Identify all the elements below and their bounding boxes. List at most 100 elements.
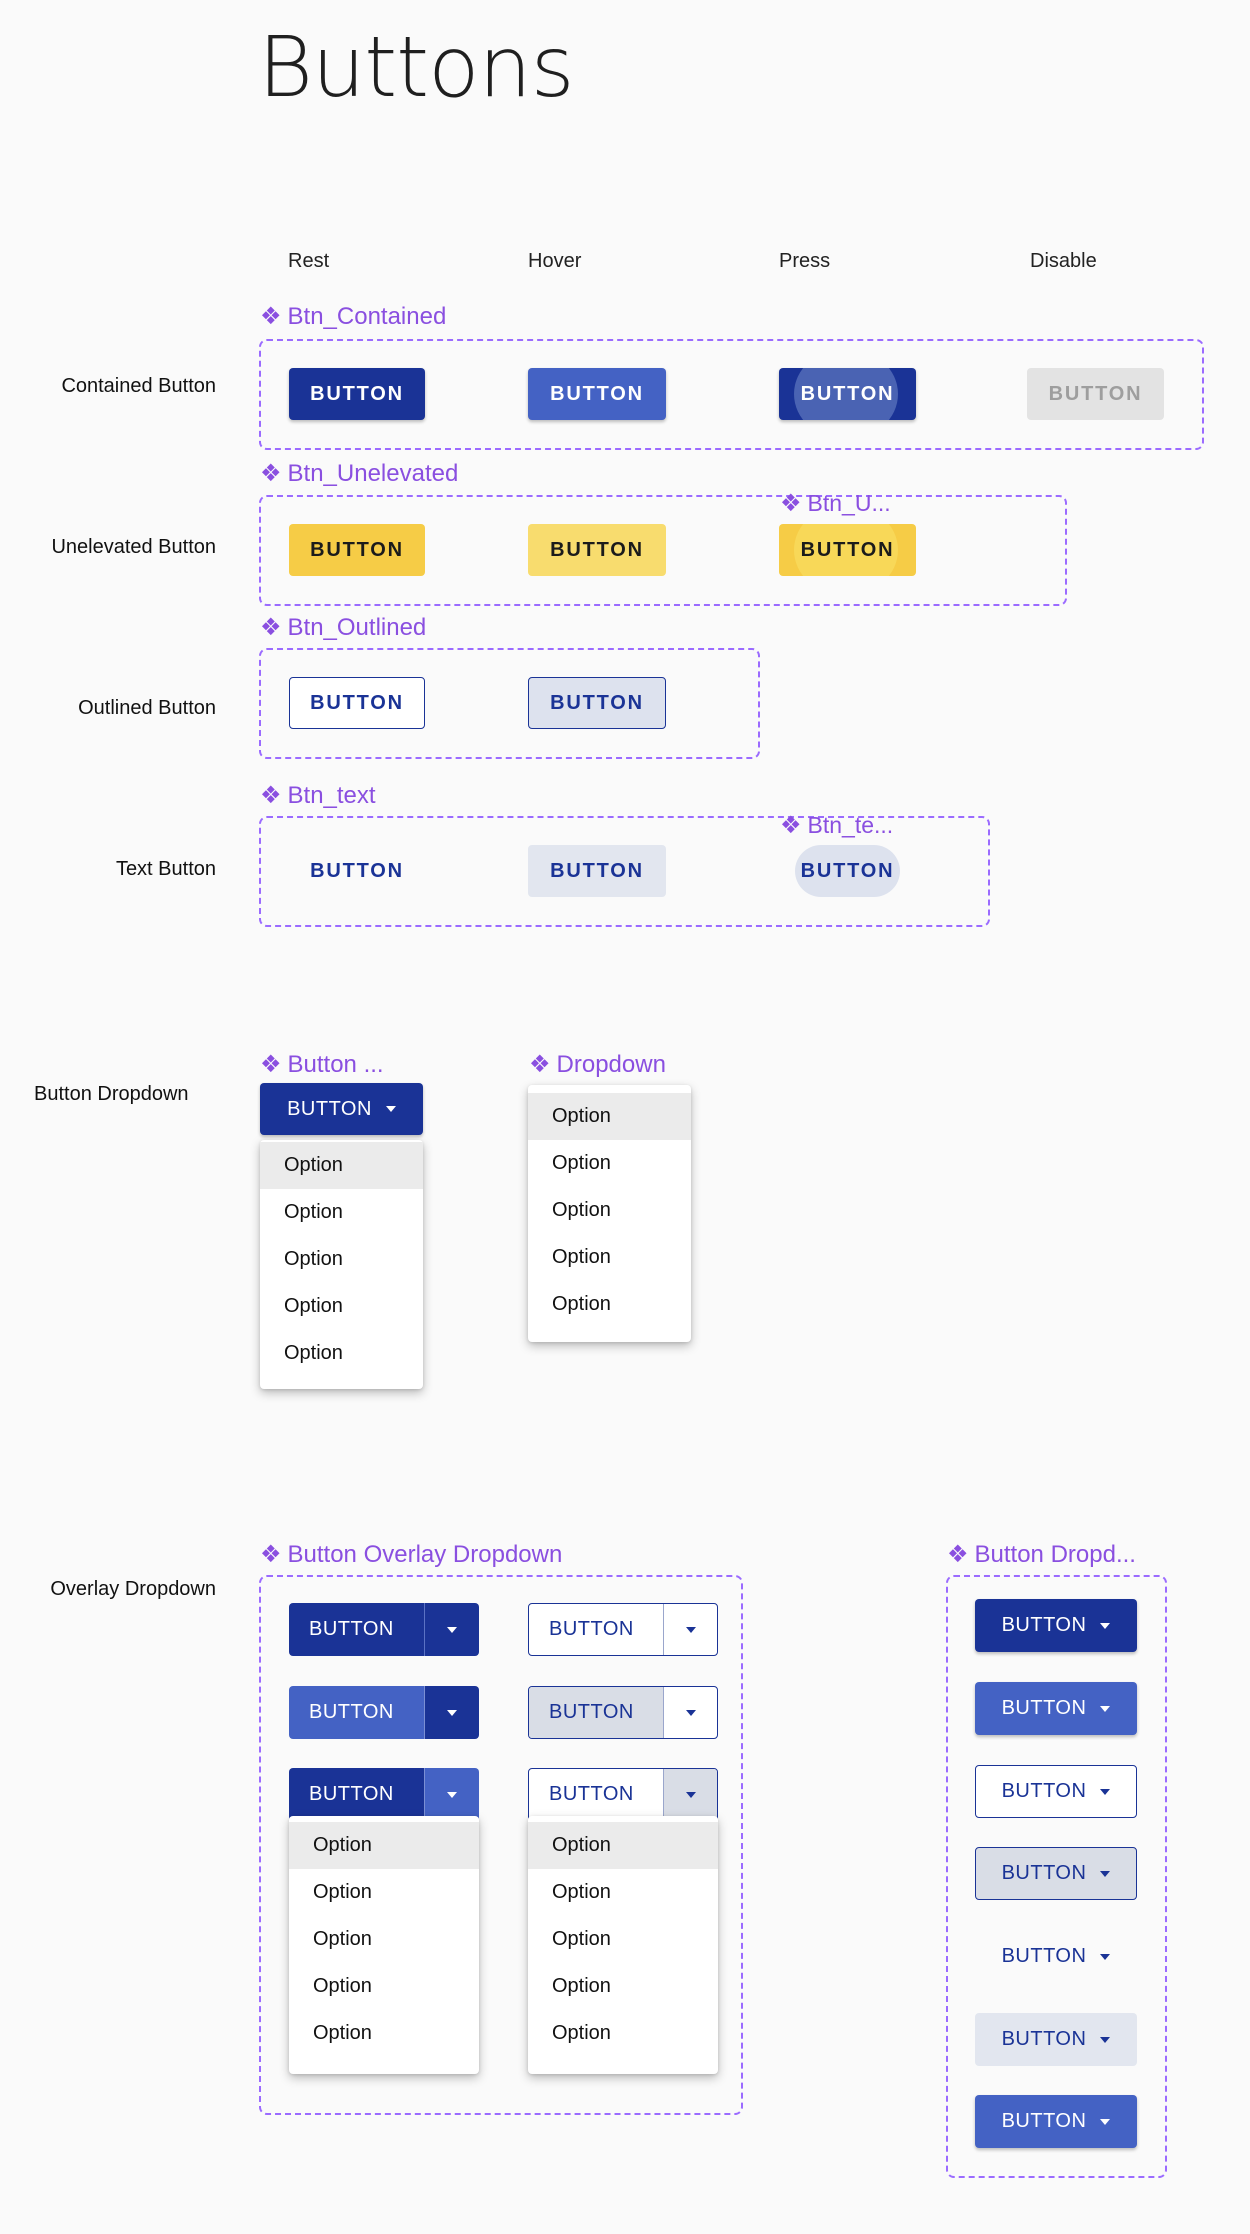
split-button-arrow[interactable] [424,1686,479,1739]
split-button-contained-hover[interactable]: BUTTON [289,1686,479,1739]
frame-text [259,816,990,927]
split-button-main[interactable]: BUTTON [289,1686,424,1739]
split-button-arrow[interactable] [663,1687,717,1738]
text-button-hover[interactable]: BUTTON [528,845,666,897]
caret-down-icon [685,1626,696,1633]
menu-option[interactable]: Option [284,1342,343,1364]
component-diamond-icon: ❖ [260,614,282,641]
dropdown-button[interactable]: BUTTON [260,1083,423,1135]
caret-down-icon [1100,1788,1111,1795]
menu-option[interactable]: Option [528,1822,718,1869]
component-label-btn-contained: ❖ Btn_Contained [260,303,447,330]
menu-option[interactable]: Option [552,1152,611,1174]
overlay-menu-contained: Option Option Option Option Option [289,1816,479,2074]
split-button-main[interactable]: BUTTON [549,1618,634,1640]
menu-option[interactable]: Option [313,1928,372,1950]
menu-option[interactable]: Option [528,1093,691,1140]
menu-option[interactable]: Option [552,1246,611,1268]
outlined-button-rest[interactable]: BUTTON [289,677,425,729]
frame-overlay-dropdown [259,1575,743,2115]
frame-outlined [259,648,760,759]
unelevated-button-rest[interactable]: BUTTON [289,524,425,576]
component-diamond-icon: ❖ [260,782,282,809]
menu-option[interactable]: Option [313,2022,372,2044]
unelevated-button-hover[interactable]: BUTTON [528,524,666,576]
text-button-press[interactable]: BUTTON [795,845,900,897]
component-diamond-icon: ❖ [260,460,282,487]
component-diamond-icon: ❖ [260,303,282,330]
contained-button-disabled: BUTTON [1027,368,1164,420]
caret-down-icon [685,1709,696,1716]
component-label-button-dropdown-variants: ❖ Button Dropd... [947,1541,1136,1568]
menu-option[interactable]: Option [284,1295,343,1317]
menu-option[interactable]: Option [552,2022,611,2044]
split-button-outlined-open[interactable]: BUTTON [528,1768,718,1821]
split-button-main[interactable]: BUTTON [529,1687,664,1738]
row-label-text: Text Button [115,858,216,880]
menu-option[interactable]: Option [552,1881,611,1903]
press-ripple [794,368,898,420]
menu-option[interactable]: Option [284,1248,343,1270]
menu-option[interactable]: Option [552,1928,611,1950]
menu-option[interactable]: Option [313,1975,372,1997]
menu-option[interactable]: Option [313,1881,372,1903]
split-button-main[interactable]: BUTTON [289,1768,424,1821]
component-diamond-icon: ❖ [260,1051,282,1078]
component-label-btn-text: ❖ Btn_text [260,782,376,809]
caret-down-icon [1100,1870,1111,1877]
dropdown-button-text-rest[interactable]: BUTTON [975,1930,1137,1983]
component-label-button-overlay-dropdown: ❖ Button Overlay Dropdown [260,1541,563,1568]
dropdown-button-text-hover[interactable]: BUTTON [975,2013,1137,2066]
menu-option[interactable]: Option [552,1975,611,1997]
menu-option[interactable]: Option [552,1199,611,1221]
component-diamond-icon: ❖ [780,811,802,839]
dropdown-button-outlined-hover[interactable]: BUTTON [975,1847,1137,1900]
split-button-arrow[interactable] [663,1604,717,1655]
outlined-button-hover[interactable]: BUTTON [528,677,666,729]
split-button-arrow[interactable] [663,1769,717,1820]
row-label-outlined: Outlined Button [78,697,216,719]
text-button-rest[interactable]: BUTTON [310,859,404,882]
split-button-arrow[interactable] [424,1603,479,1656]
caret-down-icon [447,1626,457,1633]
dropdown-button-contained-hover[interactable]: BUTTON [975,1682,1137,1735]
component-diamond-icon: ❖ [780,489,802,517]
component-label-dropdown: ❖ Dropdown [529,1051,666,1078]
contained-button-press[interactable]: BUTTON [779,368,916,420]
split-button-outlined-rest[interactable]: BUTTON [528,1603,718,1656]
split-button-outlined-hover[interactable]: BUTTON [528,1686,718,1739]
dropdown-menu-1: Option Option Option Option Option [260,1140,423,1389]
split-button-main[interactable]: BUTTON [549,1783,634,1805]
split-button-arrow[interactable] [424,1768,479,1821]
dropdown-button-contained-rest[interactable]: BUTTON [975,1599,1137,1652]
dropdown-button-contained-active[interactable]: BUTTON [975,2095,1137,2148]
caret-down-icon [1100,1622,1111,1629]
menu-option[interactable]: Option [260,1142,423,1189]
caret-down-icon [385,1106,396,1112]
caret-down-icon [1100,2036,1111,2043]
frame-button-dropdown-variants [946,1575,1167,2178]
split-button-contained-open[interactable]: BUTTON [289,1768,479,1821]
caret-down-icon [1100,2118,1111,2125]
split-button-contained-rest[interactable]: BUTTON [289,1603,479,1656]
column-rest: Rest [288,250,330,272]
row-label-button-dropdown: Button Dropdown [34,1083,189,1105]
menu-option[interactable]: Option [284,1201,343,1223]
unelevated-button-press[interactable]: BUTTON [779,524,916,576]
component-diamond-icon: ❖ [260,1541,282,1568]
press-ripple [794,524,898,576]
caret-down-icon [1100,1953,1111,1960]
contained-button-rest[interactable]: BUTTON [289,368,425,420]
menu-option[interactable]: Option [552,1293,611,1315]
contained-button-hover[interactable]: BUTTON [528,368,666,420]
split-button-main[interactable]: BUTTON [309,1618,394,1640]
dropdown-menu-2: Option Option Option Option Option [528,1085,691,1342]
column-hover: Hover [528,250,582,272]
dropdown-button-outlined-rest[interactable]: BUTTON [975,1765,1137,1818]
component-label-btn-unelevated-press: ❖ Btn_U... [780,489,891,517]
column-disable: Disable [1030,250,1097,272]
page-title: Buttons [258,18,575,116]
menu-option[interactable]: Option [289,1822,479,1869]
component-label-btn-text-press: ❖ Btn_te... [780,811,894,839]
component-diamond-icon: ❖ [529,1051,551,1078]
